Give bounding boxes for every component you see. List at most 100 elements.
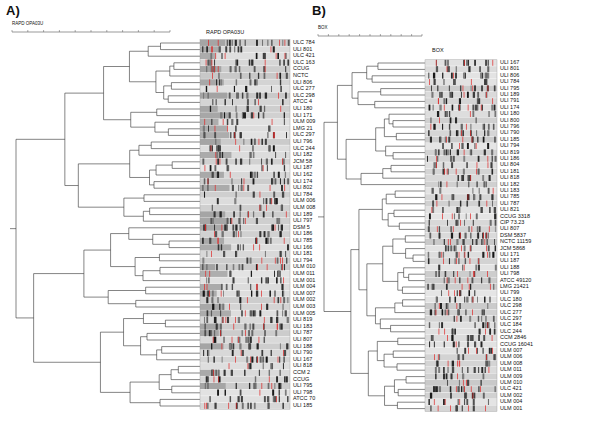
gel-band <box>239 225 241 231</box>
gel-band <box>255 172 256 178</box>
gel-band <box>465 309 466 315</box>
gel-band <box>478 265 480 271</box>
dendrogram-branch <box>161 49 200 50</box>
gel-lane <box>200 396 290 402</box>
gel-band <box>239 40 241 46</box>
band-marker <box>282 258 284 264</box>
gel-band <box>443 373 445 379</box>
gel-band <box>481 207 483 213</box>
gel-lane <box>425 60 497 66</box>
band-marker <box>457 271 459 277</box>
band-marker <box>442 213 444 219</box>
band-marker <box>476 348 478 354</box>
gel-lane <box>200 66 290 72</box>
gel-band <box>428 226 430 232</box>
gel-band <box>285 172 286 178</box>
gel-band <box>231 119 233 125</box>
gel-lane <box>200 145 290 151</box>
gel-band <box>242 112 244 118</box>
strain-label: ULI 806 <box>500 73 519 79</box>
band-marker <box>485 405 487 411</box>
gel-band <box>263 357 265 363</box>
gel-band <box>232 99 234 105</box>
gel-band <box>251 330 253 336</box>
gel-band <box>488 233 490 239</box>
gel-band <box>481 367 483 373</box>
strain-label: ULI 162 <box>293 172 312 178</box>
gel-band <box>431 188 433 194</box>
gel-band <box>435 373 436 379</box>
band-marker <box>438 303 440 309</box>
gel-lane <box>200 185 290 191</box>
band-marker <box>430 124 432 130</box>
strain-label: NCTC 11159 <box>500 239 531 245</box>
gel-band <box>263 211 265 217</box>
dendrogram-branch <box>351 373 368 374</box>
gel-band <box>254 139 256 145</box>
gel-band <box>285 251 286 257</box>
band-marker <box>492 60 494 66</box>
gel-band <box>261 159 263 165</box>
gel-band <box>476 297 478 303</box>
gel-band <box>454 297 456 303</box>
gel-band <box>207 178 208 184</box>
dendrogram-branch <box>375 101 425 102</box>
gel-band <box>439 252 441 258</box>
strain-label: ULC 163 <box>293 60 315 66</box>
gel-band <box>473 405 475 411</box>
gel-band <box>221 244 222 250</box>
gel-lane <box>200 350 290 356</box>
band-marker <box>460 220 462 226</box>
gel-smear <box>200 185 230 191</box>
gel-band <box>249 152 251 158</box>
gel-band <box>451 73 453 79</box>
gel-band <box>285 310 287 316</box>
gel-smear <box>200 40 225 46</box>
gel-band <box>434 386 436 392</box>
gel-band <box>472 188 474 194</box>
gel-lane <box>200 244 290 250</box>
gel-band <box>445 245 446 251</box>
gel-band <box>239 66 240 72</box>
dendrogram-branch <box>413 255 425 256</box>
dendrogram-branch <box>398 344 425 345</box>
strain-label: ULI 180 <box>293 106 312 112</box>
gel-band <box>432 201 434 207</box>
gel-band <box>435 297 437 303</box>
gel-band <box>257 284 258 290</box>
dendrogram-branch <box>84 297 108 298</box>
gel-smear <box>200 53 216 59</box>
dendrogram-branch <box>375 323 380 324</box>
gel-band <box>464 297 465 303</box>
gel-band <box>245 337 247 343</box>
dendrogram-branch <box>129 81 155 82</box>
dendrogram-branch <box>394 379 406 380</box>
gel-band <box>447 277 448 283</box>
dendrogram-branch <box>155 132 168 133</box>
gel-band <box>463 386 464 392</box>
band-marker <box>487 85 489 91</box>
band-marker <box>207 178 209 184</box>
band-marker <box>284 40 286 46</box>
band-marker <box>462 85 464 91</box>
gel-band <box>455 117 456 123</box>
gel-band <box>271 178 272 184</box>
gel-smear <box>200 284 223 290</box>
gel-band <box>453 79 455 85</box>
dendrogram-branch <box>162 353 200 354</box>
gel-band <box>463 156 465 162</box>
gel-band <box>254 403 256 409</box>
gel-lane <box>425 98 497 104</box>
gel-lane <box>200 192 290 198</box>
strain-label: ULI 798 <box>500 271 519 277</box>
gel-band <box>283 178 285 184</box>
gel-band <box>286 258 287 264</box>
gel-band <box>221 357 223 363</box>
gel-band <box>479 98 480 104</box>
gel-band <box>221 53 222 59</box>
dendrogram-branch <box>170 76 200 77</box>
dendrogram-branch <box>389 123 393 124</box>
gel-band <box>275 198 277 204</box>
gel-lane <box>200 73 290 79</box>
scale-tick <box>328 34 329 36</box>
